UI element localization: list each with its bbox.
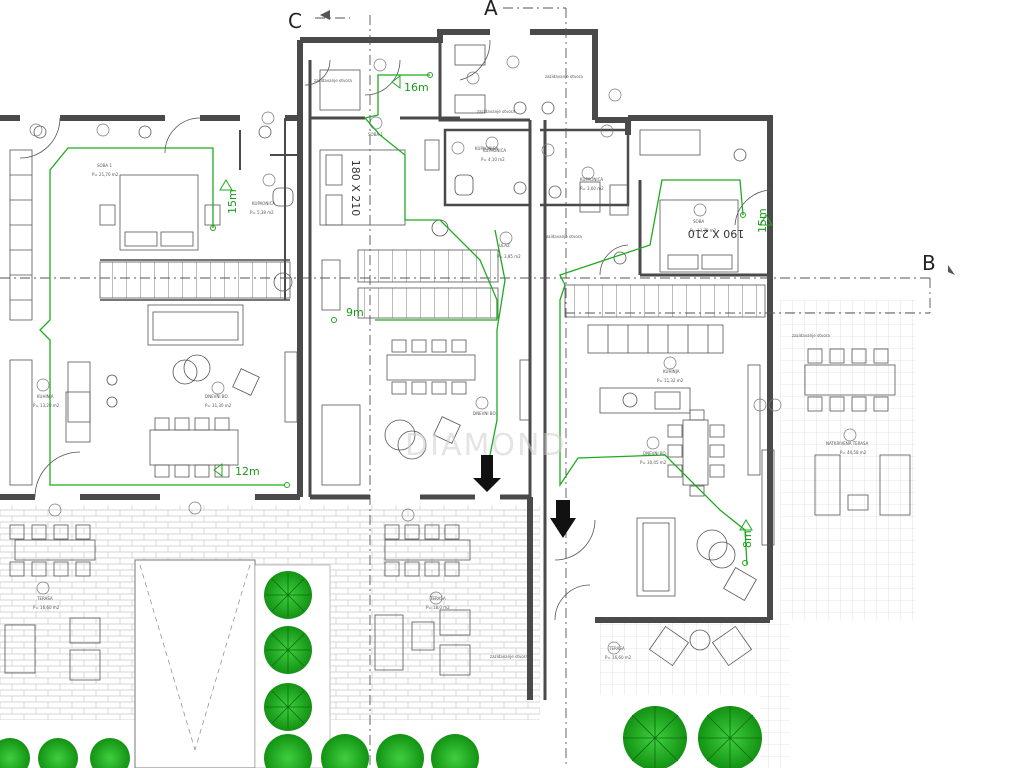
room-label-soba-right: SOBA [693,219,704,224]
area-terasa-mid: P= 18,0 m2 [426,605,450,610]
area-kupaonica-left: P= 5,38 m2 [250,210,274,215]
room-label-dnevni-right: DNEVNI BO. [643,451,667,456]
escape-path-right [559,179,748,566]
section-c-arrow [320,10,330,20]
note-zazidavanje-2: zazidavanje otvora [545,74,583,79]
area-dnevni-left: P= 31,30 m2 [205,403,232,408]
room-label-dnevni-mid: DNEVNI BO. [473,411,497,416]
section-lines [0,7,931,768]
area-natkrivena: P= 44,58 m2 [840,450,867,455]
area-kupaonica-right: P= 3,60 m2 [580,186,604,191]
escape-path-left [39,147,285,486]
escape-path-mid-top [363,74,498,321]
tree [264,571,312,619]
room-label-kuhinja-left: KUHINJA [37,394,54,399]
note-zazidavanje-6: zazidavanje otvora [490,654,528,659]
tree [90,738,130,768]
route-label-8m: 8m [741,530,754,548]
escape-path-mid [487,229,506,466]
exit-arrow-mid [473,455,501,492]
room-label-dnevni-left: DNEVNI BO. [205,394,229,399]
section-label-a: A [484,0,498,20]
note-zazidavanje-1: zazidavanje otvora [314,78,352,83]
room-label-kuhinja-right: KUHINJA [663,369,680,374]
room-markers [29,55,857,655]
area-ulaz: P= 3,85 m2 [497,254,521,259]
room-label-ulaz: ULAZ [499,243,510,248]
route-label-15m-right: 15m [756,208,769,233]
room-label-kupaonica-right: KUPAONICA [580,177,603,182]
trees [0,571,762,768]
escape-markers [210,72,773,566]
area-soba-left: P= 21,70 m2 [92,172,119,177]
section-label-c: C [288,9,302,33]
bed-label-right: 190 X 210 [688,227,745,240]
room-label-kupaonica-mid: KUPAONICA [483,148,506,153]
tree [0,738,30,768]
route-label-9m: 9m [346,306,364,319]
room-labels: SOBA 1 P= 21,70 m2 KUPAONICA P= 5,38 m2 … [33,74,869,660]
tree [376,734,424,768]
area-kuhinja-right: P= 11,32 m2 [657,378,684,383]
interior-details [4,39,911,681]
watermark: DIAMOND [405,428,567,463]
tree [698,706,762,768]
room-label-terasa-left: TERASA [36,596,53,601]
room-label-soba-left: SOBA 1 [97,163,112,168]
exit-arrows [473,455,576,538]
escape-routes [39,74,748,566]
bed-label-mid: 180 X 210 [349,160,362,217]
exit-arrow-right [550,500,576,538]
tree [38,738,78,768]
room-label-terasa-right: TERASA [608,646,625,651]
tree [264,734,312,768]
note-zazidavanje-5: zazidavanje otvora [792,333,830,338]
tree [264,626,312,674]
section-b-arrow [948,265,955,275]
tree [321,734,369,768]
room-label-soba-mid: SOBA 1 [368,132,383,137]
walls [0,29,773,700]
tree [264,683,312,731]
route-label-15m-left: 15m [226,189,239,214]
area-kuhinja-left: P= 13,20 m2 [33,403,60,408]
section-label-b: B [922,251,936,275]
area-dnevni-right: P= 30,45 m2 [640,460,667,465]
area-soba-right: P= 13,75 m2 [690,228,717,233]
area-kupaonica-mid: P= 4,10 m2 [481,157,505,162]
room-label-kupaonica-left: KUPAONICA [252,201,275,206]
note-zazidavanje-3: zazidavanje otvora [477,109,515,114]
note-kupaonica-small: KUPAONICA [475,146,498,151]
route-label-16m: 16m [404,81,429,94]
tree [431,734,479,768]
route-label-12m: 12m [235,465,260,478]
room-label-natkrivena: NATKRIVENA TERASA [826,441,869,446]
area-terasa-left: P= 16,60 m2 [33,605,60,610]
area-terasa-right: P= 16,60 m2 [605,655,632,660]
tree [623,706,687,768]
room-label-terasa-mid: TERASA [429,596,446,601]
note-zazidavanje-4: zazidavanje otvora [544,234,582,239]
